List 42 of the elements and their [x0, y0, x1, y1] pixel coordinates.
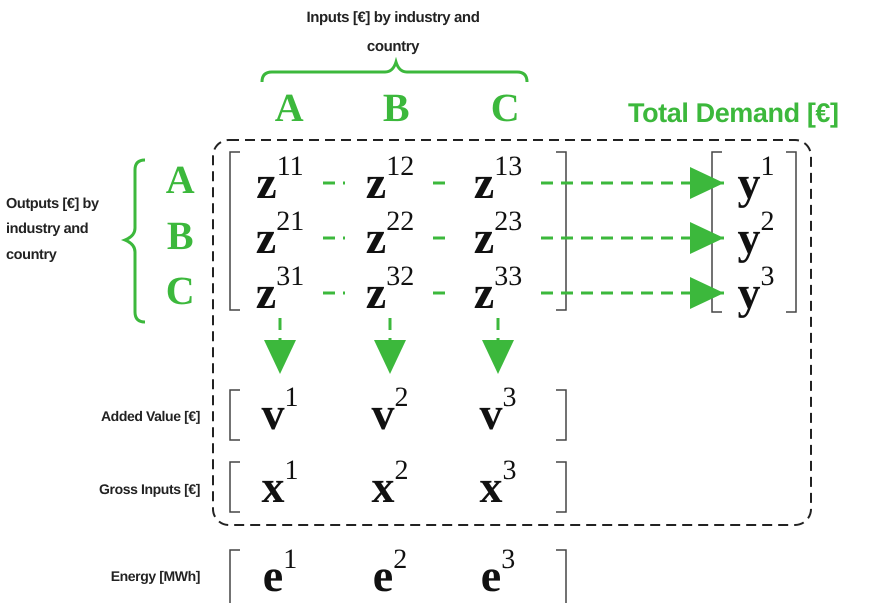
matrix-entry: x$^{3}$ — [458, 463, 538, 511]
matrix-entry: e$^{2}$ — [350, 552, 430, 600]
matrix-entry: z$^{33}$ — [455, 268, 541, 318]
column-label: C — [490, 88, 520, 128]
row-label: C — [164, 271, 196, 311]
row-label: Gross Inputs [€] — [98, 480, 200, 499]
dashed-line — [323, 292, 345, 294]
matrix-entry: y$^{3}$ — [726, 268, 786, 318]
dashed-arrow — [264, 318, 296, 374]
row-label: B — [166, 216, 194, 256]
matrix-entry: v$^{2}$ — [350, 390, 430, 438]
dashed-arrow — [482, 318, 514, 374]
matrix-entry: z$^{32}$ — [347, 268, 433, 318]
matrix-entry: z$^{11}$ — [237, 158, 323, 208]
matrix-entry: v$^{1}$ — [240, 390, 320, 438]
dashed-line — [323, 236, 345, 240]
matrix-entry: z$^{21}$ — [237, 213, 323, 263]
matrix-entry: y$^{1}$ — [726, 158, 786, 208]
matrix-entry: z$^{22}$ — [347, 213, 433, 263]
dashed-arrow — [374, 318, 406, 374]
column-label: A — [274, 88, 304, 128]
dashed-arrow — [541, 222, 724, 254]
row-label: A — [164, 160, 196, 200]
matrix-entry: y$^{2}$ — [726, 213, 786, 263]
matrix-entry: z$^{23}$ — [455, 213, 541, 263]
matrix-entry: x$^{2}$ — [350, 463, 430, 511]
matrix-entry: v$^{3}$ — [458, 390, 538, 438]
matrix-entry: e$^{1}$ — [240, 552, 320, 600]
matrix-entry: z$^{12}$ — [347, 158, 433, 208]
axis-title: Outputs [€] by industry and country — [6, 195, 100, 265]
dashed-line — [323, 182, 345, 184]
dashed-arrow — [541, 167, 724, 199]
axis-title: Inputs [€] by industry and country — [306, 8, 480, 56]
matrix-entry: z$^{31}$ — [237, 268, 323, 318]
total-demand-label: Total Demand [€] — [628, 97, 840, 130]
row-label: Energy [MWh] — [110, 567, 200, 586]
row-label: Added Value [€] — [100, 407, 200, 426]
dashed-arrow — [541, 277, 724, 309]
column-label: B — [382, 88, 410, 128]
matrix-entry: x$^{1}$ — [240, 463, 320, 511]
matrix-entry: e$^{3}$ — [458, 552, 538, 600]
matrix-entry: z$^{13}$ — [455, 158, 541, 208]
